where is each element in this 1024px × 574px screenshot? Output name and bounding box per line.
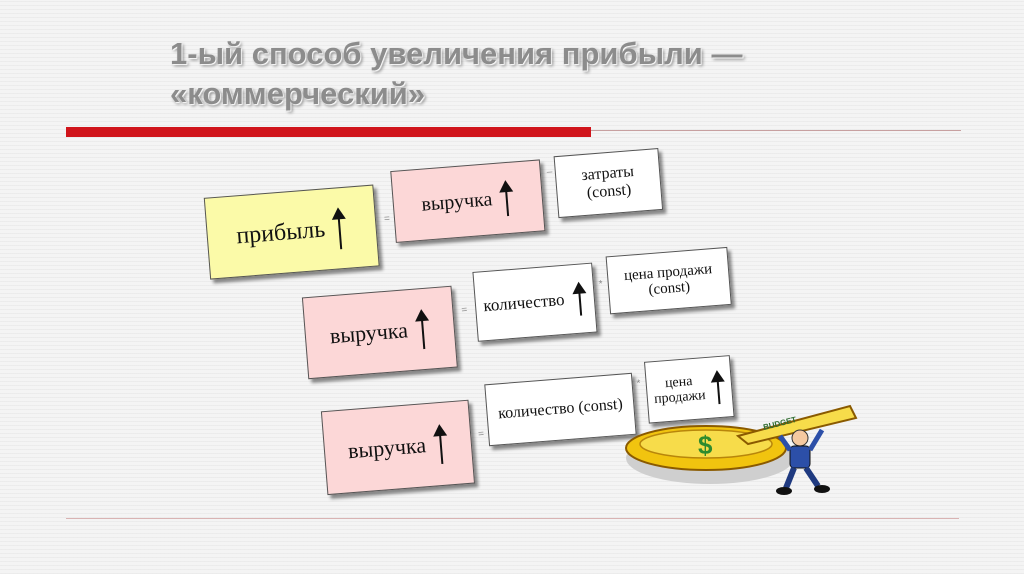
footer-divider-line	[66, 518, 959, 519]
up-arrow-icon	[571, 281, 588, 316]
revenue-box: выручка	[320, 399, 476, 496]
man-leg-right-icon	[803, 466, 821, 488]
man-body-icon	[789, 445, 811, 469]
slide-title: 1-ый способ увеличения прибыли — «коммер…	[170, 34, 930, 114]
pie-slice	[735, 404, 858, 446]
minus-sign: –	[546, 166, 553, 178]
costs-box: затраты (const)	[553, 148, 664, 219]
quantity-const-label: количество (const)	[497, 395, 624, 423]
title-line-1: 1-ый способ увеличения прибыли —	[170, 36, 743, 71]
costs-const-label: (const)	[586, 181, 632, 202]
revenue-label: выручка	[347, 432, 427, 464]
price-const-label: (const)	[647, 278, 691, 299]
quantity-const-box: количество (const)	[484, 372, 637, 447]
man-leg-left-icon	[783, 466, 797, 490]
profit-box: прибыль	[203, 184, 380, 280]
multiply-sign: *	[598, 278, 604, 291]
up-arrow-icon	[331, 206, 348, 250]
revenue-box: выручка	[301, 285, 458, 380]
budget-pie-clipart: $ BUDGET	[625, 404, 858, 495]
profit-label: прибыль	[235, 216, 327, 250]
man-head-icon	[791, 429, 809, 447]
dollar-icon: $	[698, 430, 713, 460]
equals-sign: =	[383, 213, 391, 225]
man-shoe-icon	[776, 487, 792, 495]
quantity-label: количество	[482, 289, 566, 315]
revenue-label: выручка	[328, 317, 409, 349]
up-arrow-icon	[414, 308, 431, 350]
title-line-2: «коммерческий»	[170, 76, 426, 111]
revenue-label: выручка	[420, 188, 494, 216]
equals-sign: =	[460, 304, 468, 316]
man-shoe-icon	[814, 485, 830, 493]
up-arrow-icon	[432, 423, 449, 465]
up-arrow-icon	[498, 179, 516, 217]
revenue-box: выручка	[390, 159, 546, 243]
title-divider-line	[591, 130, 961, 131]
man-arm-right-icon	[807, 428, 825, 452]
multiply-sign: *	[636, 378, 642, 390]
accent-red-bar	[66, 127, 591, 137]
quantity-box: количество	[472, 262, 598, 342]
equals-sign: =	[477, 428, 485, 441]
price-box: цена продажи (const)	[605, 246, 732, 315]
man-arm-left-icon	[777, 434, 793, 452]
